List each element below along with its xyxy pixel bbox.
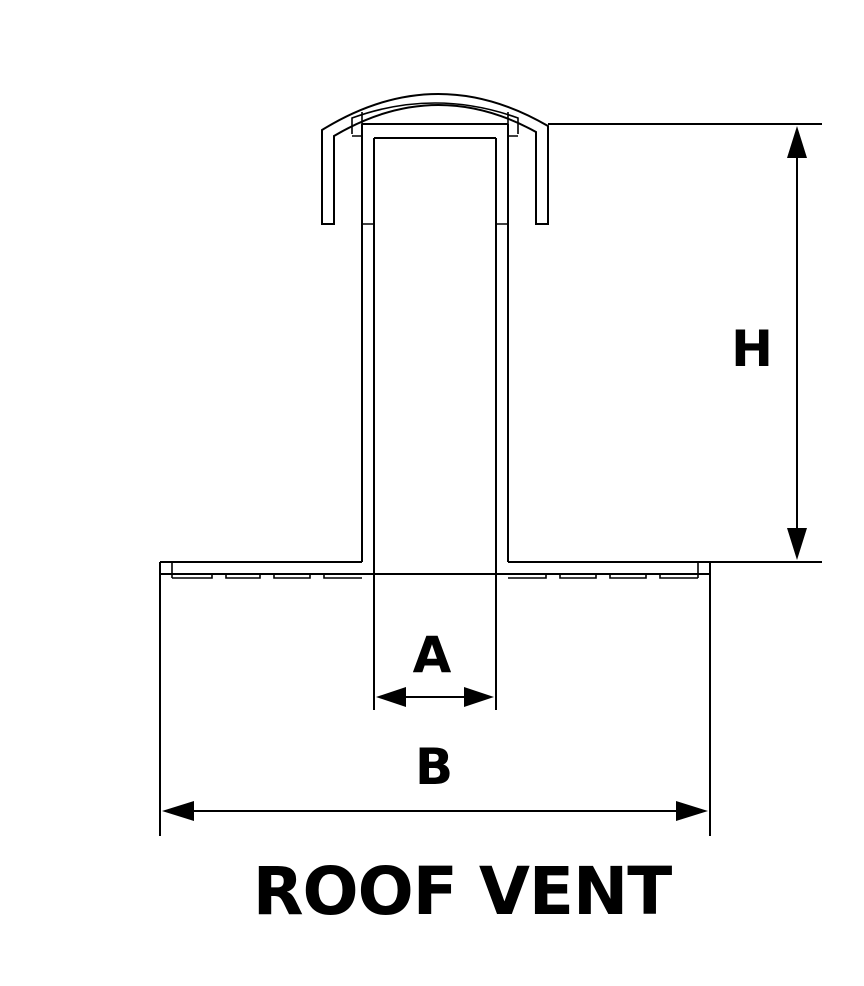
dimension-a: A	[376, 626, 494, 707]
flange-lip-right	[697, 561, 710, 578]
vent-base-flange	[159, 561, 711, 836]
dimension-b: B	[162, 738, 708, 821]
cap-outer-shell	[321, 93, 549, 225]
flange-lip-left	[160, 561, 173, 578]
dimension-h: H	[548, 123, 822, 563]
flange-sides	[159, 562, 711, 836]
diagram-title: ROOF VENT	[253, 853, 672, 930]
dimension-b-arrow-left	[162, 801, 194, 821]
vent-cap	[321, 93, 549, 225]
dimension-a-label: A	[413, 626, 452, 684]
cap-inner-arch	[351, 102, 519, 134]
dimension-h-label: H	[731, 320, 773, 378]
dimension-b-arrow-right	[676, 801, 708, 821]
pipe-outer-wall	[361, 124, 509, 562]
flange-underside-right	[508, 573, 698, 579]
dimension-b-label: B	[415, 738, 453, 796]
pipe-inner-wall	[373, 137, 497, 710]
vent-pipe	[361, 124, 509, 710]
dimension-a-arrow-left	[376, 687, 406, 707]
dimension-h-arrow-bottom	[787, 528, 807, 560]
dimension-a-arrow-right	[464, 687, 494, 707]
dimension-h-arrow-top	[787, 126, 807, 158]
flange-underside-left	[172, 573, 362, 579]
